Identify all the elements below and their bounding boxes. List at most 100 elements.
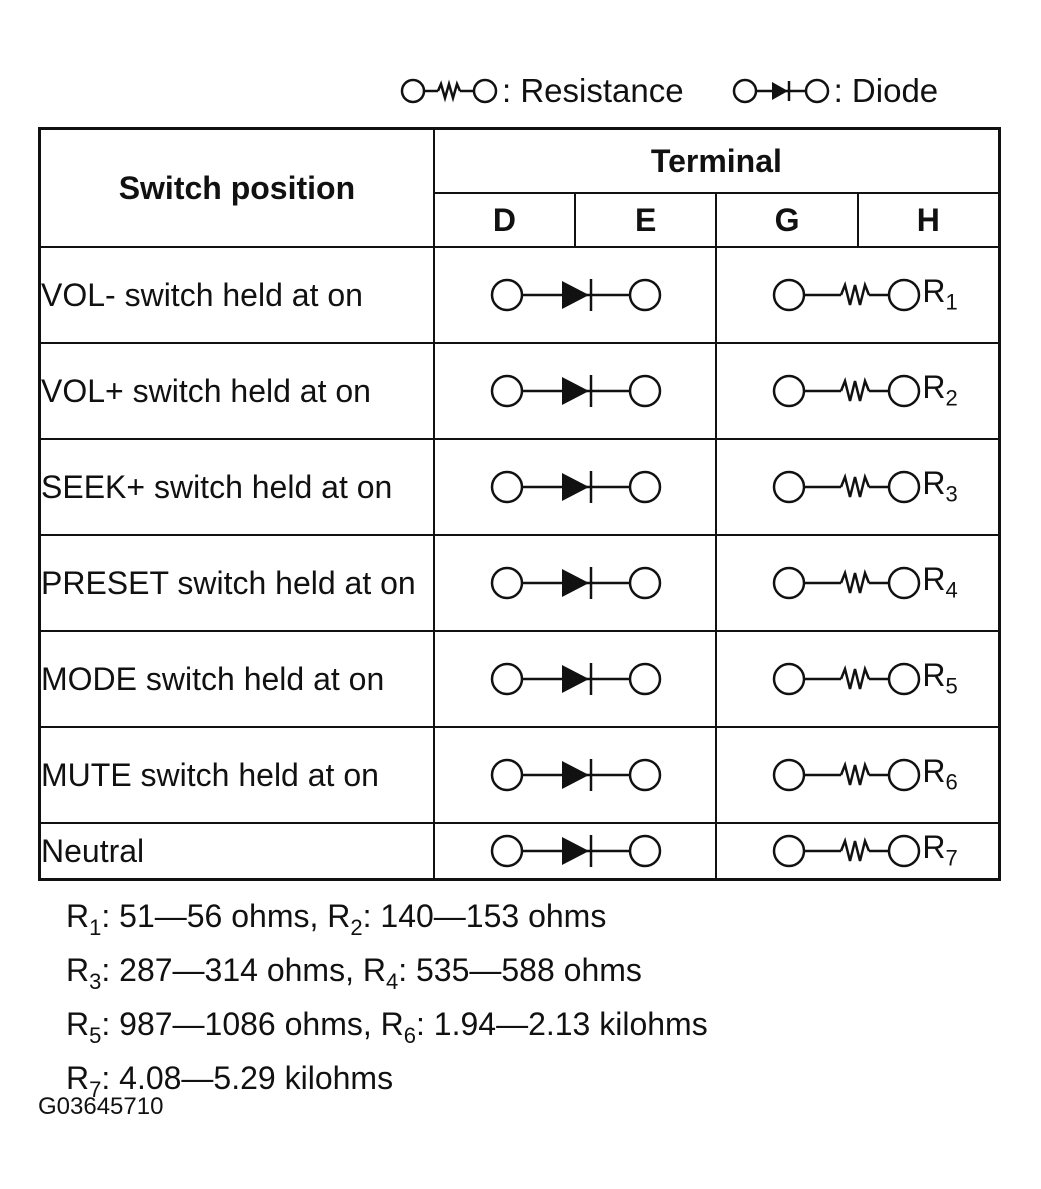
resistor-subscript: 3 [945,481,958,507]
note-resistor-letter: R [66,898,90,934]
resistor-letter: R [922,561,946,597]
diode-cell-d-e [432,342,718,440]
diode-cell-d-e [432,726,718,824]
note-resistor-subscript: 5 [89,1023,102,1048]
figure-code: G03645710 [38,1093,164,1120]
table-row: MODE switch held at on R5 [38,630,1001,728]
switch-position-cell: VOL- switch held at on [38,246,435,344]
resistor-subscript: 5 [945,673,958,699]
diode-cell-d-e [432,438,718,536]
legend-diode-label: : Diode [833,72,939,109]
diode-cell-d-e [432,246,718,344]
diode-cell-d-e [432,534,718,632]
resistor-letter: R [922,657,946,693]
terminal-h-header: H [856,192,1001,248]
resistor-symbol-icon [773,662,921,696]
resistor-subscript: 1 [945,289,958,315]
resistor-label: R6 [922,753,957,795]
resistor-subscript: 4 [945,577,958,603]
diode-cell-d-e [432,822,718,880]
table-row: SEEK+ switch held at on R3 [38,438,1001,536]
note-resistor-subscript: 2 [350,915,363,940]
table-row: PRESET switch held at on R4 [38,534,1001,632]
note-resistor-letter: R [327,898,351,934]
note-resistor-letter: R [66,1060,90,1096]
resistor-symbol-icon [773,566,921,600]
resistor-label: R2 [922,369,957,411]
resistor-symbol-icon [773,758,921,792]
resistor-symbol-icon [773,278,921,312]
continuity-table: Switch position Terminal D E G H VOL- sw… [38,127,1001,881]
resistor-label: R5 [922,657,957,699]
note-resistance-value: : 51—56 ohms, [101,898,328,934]
resistor-subscript: 6 [945,769,958,795]
note-resistor-subscript: 6 [403,1023,416,1048]
note-resistor-letter: R [380,1006,404,1042]
diode-cell-d-e [432,630,718,728]
legend: : Resistance : Diode [400,72,986,110]
resistor-subscript: 2 [945,385,958,411]
note-resistance-value: : 987—1086 ohms, [101,1006,381,1042]
legend-resistance: : Resistance [400,72,684,110]
note-resistor-letter: R [66,952,90,988]
resistor-cell-g-h: R5 [715,630,1001,728]
diode-symbol-icon [490,662,662,696]
diode-symbol-icon [490,566,662,600]
resistor-cell-g-h: R1 [715,246,1001,344]
note-line: R5: 987—1086 ohms, R6: 1.94—2.13 kilohms [66,1003,708,1057]
diode-symbol-icon [490,834,662,868]
switch-position-header: Switch position [38,127,435,248]
terminal-d-header: D [432,192,577,248]
table-row: VOL+ switch held at on R2 [38,342,1001,440]
table-row: MUTE switch held at on R6 [38,726,1001,824]
resistor-symbol-icon [773,374,921,408]
resistor-label: R7 [922,829,957,871]
legend-resistance-label: : Resistance [502,72,684,109]
resistor-symbol-icon [400,78,498,104]
resistor-cell-g-h: R2 [715,342,1001,440]
switch-position-cell: Neutral [38,822,435,880]
resistor-label: R1 [922,273,957,315]
note-resistor-subscript: 1 [89,915,102,940]
note-resistor-letter: R [66,1006,90,1042]
terminal-header: Terminal [432,127,1001,194]
switch-position-cell: MODE switch held at on [38,630,435,728]
diode-symbol-icon [732,78,829,104]
switch-position-cell: SEEK+ switch held at on [38,438,435,536]
resistor-label: R3 [922,465,957,507]
note-resistance-value: : 287—314 ohms, [101,952,363,988]
diode-symbol-icon [490,278,662,312]
resistor-cell-g-h: R3 [715,438,1001,536]
resistor-letter: R [922,753,946,789]
note-line: R1: 51—56 ohms, R2: 140—153 ohms [66,895,708,949]
switch-position-cell: MUTE switch held at on [38,726,435,824]
switch-position-cell: VOL+ switch held at on [38,342,435,440]
note-resistor-subscript: 3 [89,969,102,994]
resistor-symbol-icon [773,470,921,504]
note-resistance-value: : 1.94—2.13 kilohms [416,1006,708,1042]
diode-symbol-icon [490,758,662,792]
note-resistance-value: : 535—588 ohms [398,952,642,988]
diode-symbol-icon [490,374,662,408]
switch-position-cell: PRESET switch held at on [38,534,435,632]
note-resistor-subscript: 7 [89,1077,102,1102]
resistor-label: R4 [922,561,957,603]
note-resistor-letter: R [362,952,386,988]
resistor-cell-g-h: R6 [715,726,1001,824]
resistor-letter: R [922,829,946,865]
resistor-subscript: 7 [945,845,958,871]
diode-symbol-icon [490,470,662,504]
terminal-e-header: E [574,192,718,248]
resistor-letter: R [922,465,946,501]
resistor-letter: R [922,369,946,405]
note-resistance-value: : 4.08—5.29 kilohms [101,1060,394,1096]
table-row: VOL- switch held at on R1 [38,246,1001,344]
resistor-letter: R [922,273,946,309]
resistor-cell-g-h: R7 [715,822,1001,880]
resistor-cell-g-h: R4 [715,534,1001,632]
note-line: R7: 4.08—5.29 kilohms [66,1057,708,1111]
terminal-g-header: G [715,192,859,248]
resistor-symbol-icon [773,834,921,868]
note-resistor-subscript: 4 [385,969,399,994]
